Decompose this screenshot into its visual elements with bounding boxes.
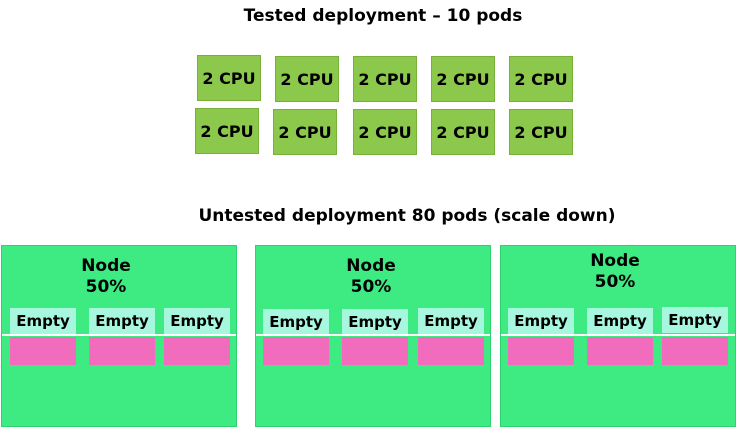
occupied-slot bbox=[164, 337, 230, 365]
pod-box: 2 CPU bbox=[509, 56, 573, 102]
node-label: Node 50% bbox=[81, 256, 131, 297]
occupied-slot bbox=[587, 337, 653, 365]
occupied-slot bbox=[342, 337, 408, 365]
pod-box: 2 CPU bbox=[509, 109, 573, 155]
empty-slot: Empty bbox=[587, 308, 653, 334]
node-label: Node 50% bbox=[346, 256, 396, 297]
occupied-slot bbox=[508, 337, 574, 365]
empty-slot: Empty bbox=[418, 308, 484, 334]
tested-deployment-title: Tested deployment – 10 pods bbox=[243, 6, 523, 26]
pod-box: 2 CPU bbox=[197, 55, 261, 101]
node-box: Node 50% Empty Empty Empty bbox=[1, 245, 237, 427]
node-box: Node 50% Empty Empty Empty bbox=[255, 245, 491, 427]
node-divider bbox=[256, 334, 490, 336]
empty-slot: Empty bbox=[263, 309, 329, 335]
occupied-slot bbox=[10, 337, 76, 365]
pod-box: 2 CPU bbox=[353, 56, 417, 102]
untested-deployment-title: Untested deployment 80 pods (scale down) bbox=[198, 206, 616, 226]
pod-box: 2 CPU bbox=[353, 109, 417, 155]
occupied-slot bbox=[89, 337, 155, 365]
node-label: Node 50% bbox=[590, 251, 640, 292]
empty-slot: Empty bbox=[342, 309, 408, 335]
occupied-slot bbox=[418, 337, 484, 365]
pod-box: 2 CPU bbox=[273, 109, 337, 155]
pod-box: 2 CPU bbox=[275, 56, 339, 102]
empty-slot: Empty bbox=[164, 308, 230, 334]
node-box: Node 50% Empty Empty Empty bbox=[500, 245, 736, 427]
pod-box: 2 CPU bbox=[431, 109, 495, 155]
node-divider bbox=[2, 334, 236, 336]
empty-slot: Empty bbox=[89, 308, 155, 334]
pod-box: 2 CPU bbox=[195, 108, 259, 154]
pod-box: 2 CPU bbox=[431, 56, 495, 102]
occupied-slot bbox=[263, 337, 329, 365]
empty-slot: Empty bbox=[10, 308, 76, 334]
empty-slot: Empty bbox=[508, 308, 574, 334]
occupied-slot bbox=[662, 337, 728, 365]
empty-slot: Empty bbox=[662, 307, 728, 333]
node-divider bbox=[501, 334, 735, 336]
